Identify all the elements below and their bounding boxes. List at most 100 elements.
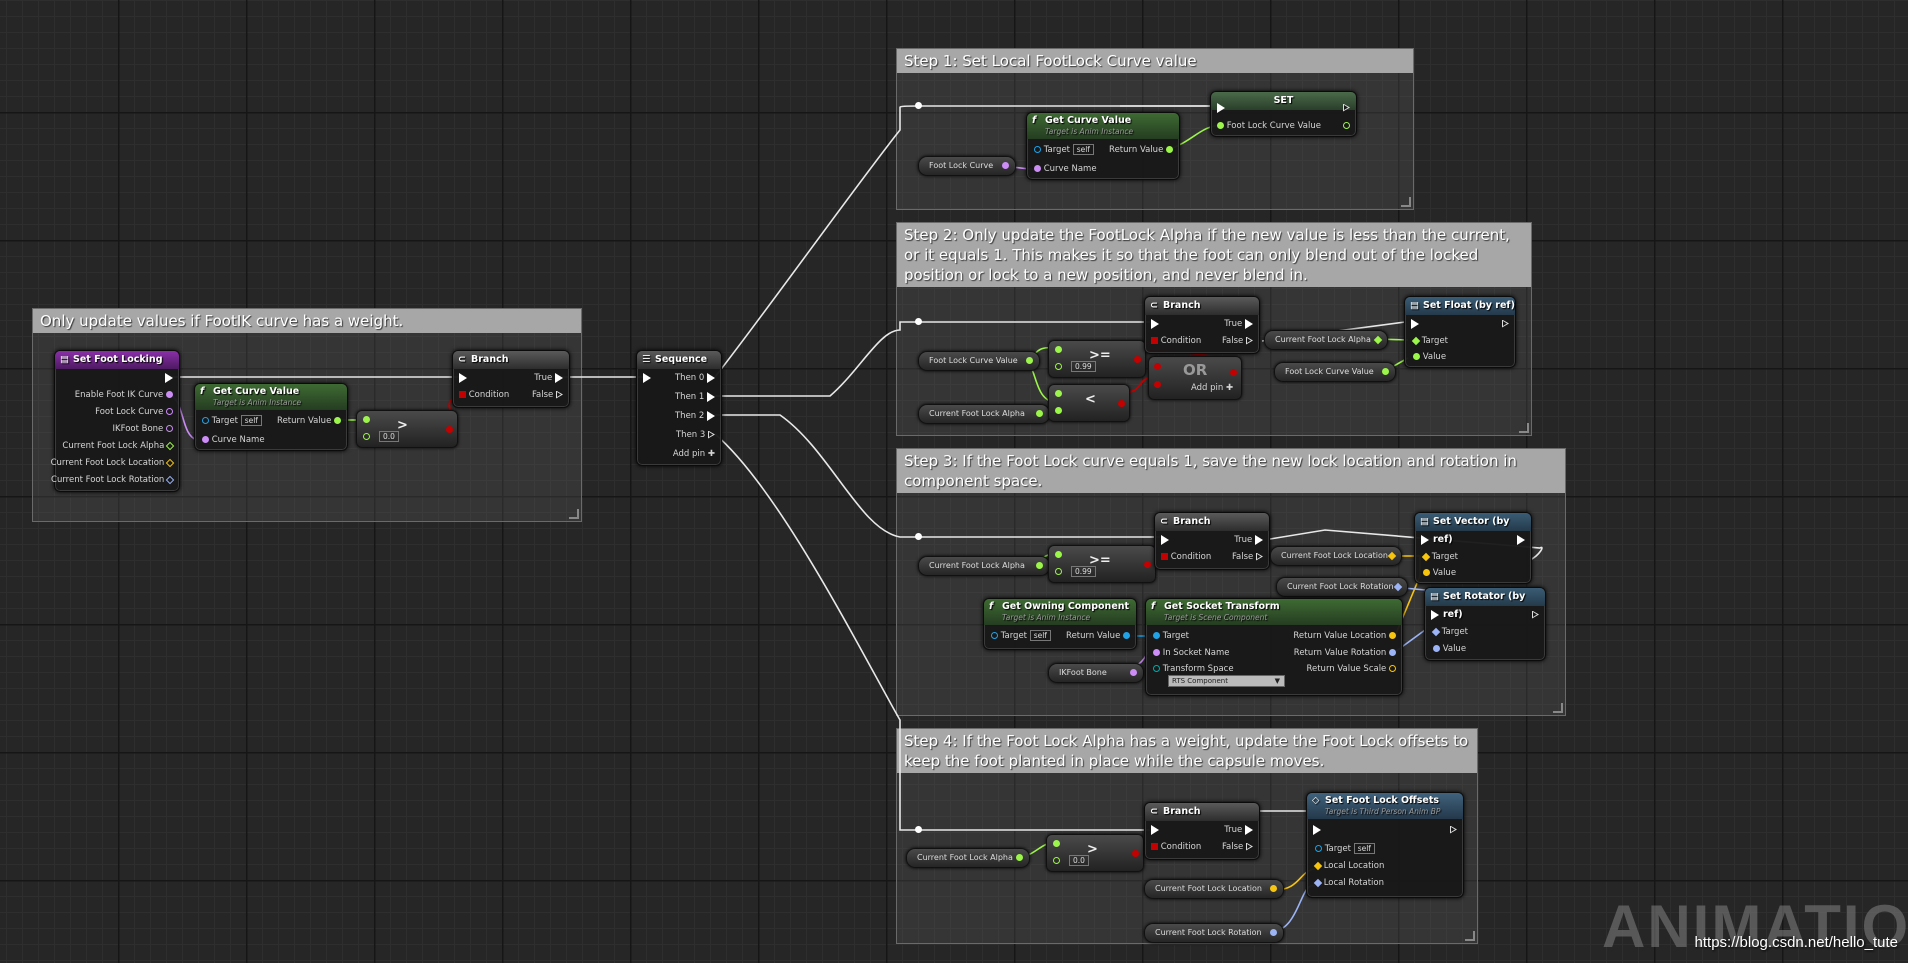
- branch-node[interactable]: ⊂Branch Condition True False: [452, 350, 570, 408]
- current-foot-lock-alpha-getter[interactable]: Current Foot Lock Alpha: [918, 556, 1050, 576]
- ikfoot-bone-getter[interactable]: IKFoot Bone: [1048, 663, 1144, 683]
- target-pin[interactable]: Target self: [202, 415, 262, 427]
- set-rotator-by-ref-node[interactable]: ▤Set Rotator (by ref) Target Value: [1424, 587, 1546, 661]
- greater-than-node[interactable]: 0.0 >: [356, 410, 458, 448]
- pin-enable-foot-ik-curve[interactable]: Enable Foot IK Curve: [75, 389, 173, 401]
- false-pin[interactable]: False: [532, 389, 563, 401]
- add-pin-button[interactable]: Add pin ✚: [672, 449, 715, 459]
- greater-than-node[interactable]: 0.0 >: [1046, 834, 1144, 872]
- target-pin[interactable]: Target self: [991, 630, 1051, 642]
- condition-pin[interactable]: Condition: [1151, 335, 1201, 347]
- or-boolean-node[interactable]: OR Add pin ✚: [1148, 356, 1242, 400]
- in-socket-name-pin[interactable]: In Socket Name: [1153, 647, 1230, 659]
- exec-in-pin[interactable]: [1431, 609, 1439, 621]
- reroute-knot[interactable]: [915, 102, 922, 109]
- local-location-pin[interactable]: Local Location: [1313, 860, 1384, 872]
- resize-grip[interactable]: [569, 509, 579, 519]
- target-pin[interactable]: Target: [1153, 630, 1189, 642]
- true-pin[interactable]: True: [534, 372, 563, 384]
- reroute-knot[interactable]: [915, 533, 922, 540]
- branch-node[interactable]: ⊂Branch Condition True False: [1154, 512, 1270, 570]
- current-foot-lock-location-getter[interactable]: Current Foot Lock Location: [1270, 546, 1402, 566]
- branch-node[interactable]: ⊂Branch Condition True False: [1144, 802, 1260, 860]
- return-value-location-pin[interactable]: Return Value Location: [1293, 630, 1396, 642]
- current-foot-lock-alpha-getter[interactable]: Current Foot Lock Alpha: [918, 404, 1050, 424]
- exec-in-pin[interactable]: [1217, 102, 1225, 114]
- curve-name-pin[interactable]: Curve Name: [1034, 163, 1097, 175]
- return-value-pin[interactable]: Return Value: [1109, 144, 1173, 156]
- reroute-knot[interactable]: [915, 318, 922, 325]
- foot-lock-curve-value-pin[interactable]: Foot Lock Curve Value: [1217, 120, 1321, 132]
- return-value-pin[interactable]: Return Value: [277, 415, 341, 427]
- exec-in-pin[interactable]: [459, 372, 467, 384]
- exec-in-pin[interactable]: [1161, 534, 1169, 546]
- current-foot-lock-alpha-getter[interactable]: Current Foot Lock Alpha: [1264, 330, 1388, 350]
- exec-out-pin[interactable]: [165, 372, 173, 384]
- return-value-rotation-pin[interactable]: Return Value Rotation: [1294, 647, 1396, 659]
- foot-lock-curve-value-getter[interactable]: Foot Lock Curve Value: [918, 351, 1040, 371]
- exec-in-pin[interactable]: [1151, 318, 1159, 330]
- false-pin[interactable]: False: [1222, 841, 1253, 853]
- pin-current-foot-lock-location[interactable]: Current Foot Lock Location: [51, 457, 175, 469]
- compare-value[interactable]: 0.0: [1069, 855, 1089, 866]
- foot-lock-curve-value-getter[interactable]: Foot Lock Curve Value: [1274, 362, 1396, 382]
- target-pin[interactable]: Target self: [1315, 843, 1375, 855]
- exec-out-pin[interactable]: [1343, 102, 1350, 114]
- pin-current-foot-lock-rotation[interactable]: Current Foot Lock Rotation: [51, 474, 175, 486]
- reroute-knot[interactable]: [915, 826, 922, 833]
- curve-name-pin[interactable]: Curve Name: [202, 434, 265, 446]
- pin-ikfoot-bone[interactable]: IKFoot Bone: [113, 423, 173, 435]
- then-3-pin[interactable]: Then 3: [676, 429, 715, 441]
- value-pin[interactable]: Value: [1433, 643, 1466, 655]
- target-pin[interactable]: Target: [1431, 626, 1468, 638]
- greater-equal-node[interactable]: 0.99 >=: [1048, 340, 1146, 378]
- false-pin[interactable]: False: [1222, 335, 1253, 347]
- target-pin[interactable]: Target: [1411, 335, 1448, 347]
- condition-pin[interactable]: Condition: [459, 389, 509, 401]
- exec-out-pin[interactable]: [1450, 824, 1457, 836]
- set-float-by-ref-node[interactable]: ▤Set Float (by ref) Target Value: [1404, 296, 1516, 368]
- set-foot-lock-curve-value-node[interactable]: SET Foot Lock Curve Value: [1210, 91, 1357, 137]
- target-pin[interactable]: Target: [1421, 551, 1458, 563]
- then-1-pin[interactable]: Then 1: [675, 391, 715, 403]
- set-vector-by-ref-node[interactable]: ▤Set Vector (by ref) Target Value: [1414, 512, 1532, 584]
- value-pin[interactable]: Value: [1413, 351, 1446, 363]
- current-foot-lock-location-getter[interactable]: Current Foot Lock Location: [1144, 879, 1284, 899]
- local-rotation-pin[interactable]: Local Rotation: [1313, 877, 1384, 889]
- true-pin[interactable]: True: [1234, 534, 1263, 546]
- true-pin[interactable]: True: [1224, 318, 1253, 330]
- resize-grip[interactable]: [1401, 197, 1411, 207]
- exec-in-pin[interactable]: [1151, 824, 1159, 836]
- foot-lock-curve-getter[interactable]: Foot Lock Curve: [918, 156, 1016, 176]
- then-0-pin[interactable]: Then 0: [675, 372, 715, 384]
- sequence-node[interactable]: ☰Sequence Then 0 Then 1 Then 2 Then 3 Ad…: [636, 350, 722, 466]
- exec-in-pin[interactable]: [1313, 824, 1321, 836]
- greater-equal-node[interactable]: 0.99 >=: [1048, 545, 1156, 583]
- exec-out-pin[interactable]: [1517, 534, 1525, 546]
- exec-in-pin[interactable]: [1411, 318, 1419, 330]
- condition-pin[interactable]: Condition: [1151, 841, 1201, 853]
- condition-pin[interactable]: Condition: [1161, 551, 1211, 563]
- compare-value[interactable]: 0.0: [379, 431, 399, 442]
- exec-in-pin[interactable]: [643, 372, 651, 384]
- exec-out-pin[interactable]: [1532, 609, 1539, 621]
- branch-node[interactable]: ⊂Branch Condition True False: [1144, 296, 1260, 354]
- value-pin[interactable]: Value: [1423, 567, 1456, 579]
- current-foot-lock-alpha-getter[interactable]: Current Foot Lock Alpha: [906, 848, 1030, 868]
- set-foot-locking-node[interactable]: ▤Set Foot Locking Enable Foot IK Curve F…: [51, 350, 180, 492]
- exec-out-pin[interactable]: [1502, 318, 1509, 330]
- target-pin[interactable]: Target self: [1034, 144, 1094, 156]
- output-pin[interactable]: [1343, 120, 1350, 132]
- true-pin[interactable]: True: [1224, 824, 1253, 836]
- resize-grip[interactable]: [1553, 703, 1563, 713]
- return-value-scale-pin[interactable]: Return Value Scale: [1306, 663, 1396, 675]
- less-than-node[interactable]: <: [1048, 384, 1130, 422]
- transform-space-pin[interactable]: Transform Space: [1153, 663, 1234, 675]
- current-foot-lock-rotation-getter[interactable]: Current Foot Lock Rotation: [1144, 923, 1284, 943]
- transform-space-dropdown[interactable]: RTS Component▼: [1168, 675, 1285, 687]
